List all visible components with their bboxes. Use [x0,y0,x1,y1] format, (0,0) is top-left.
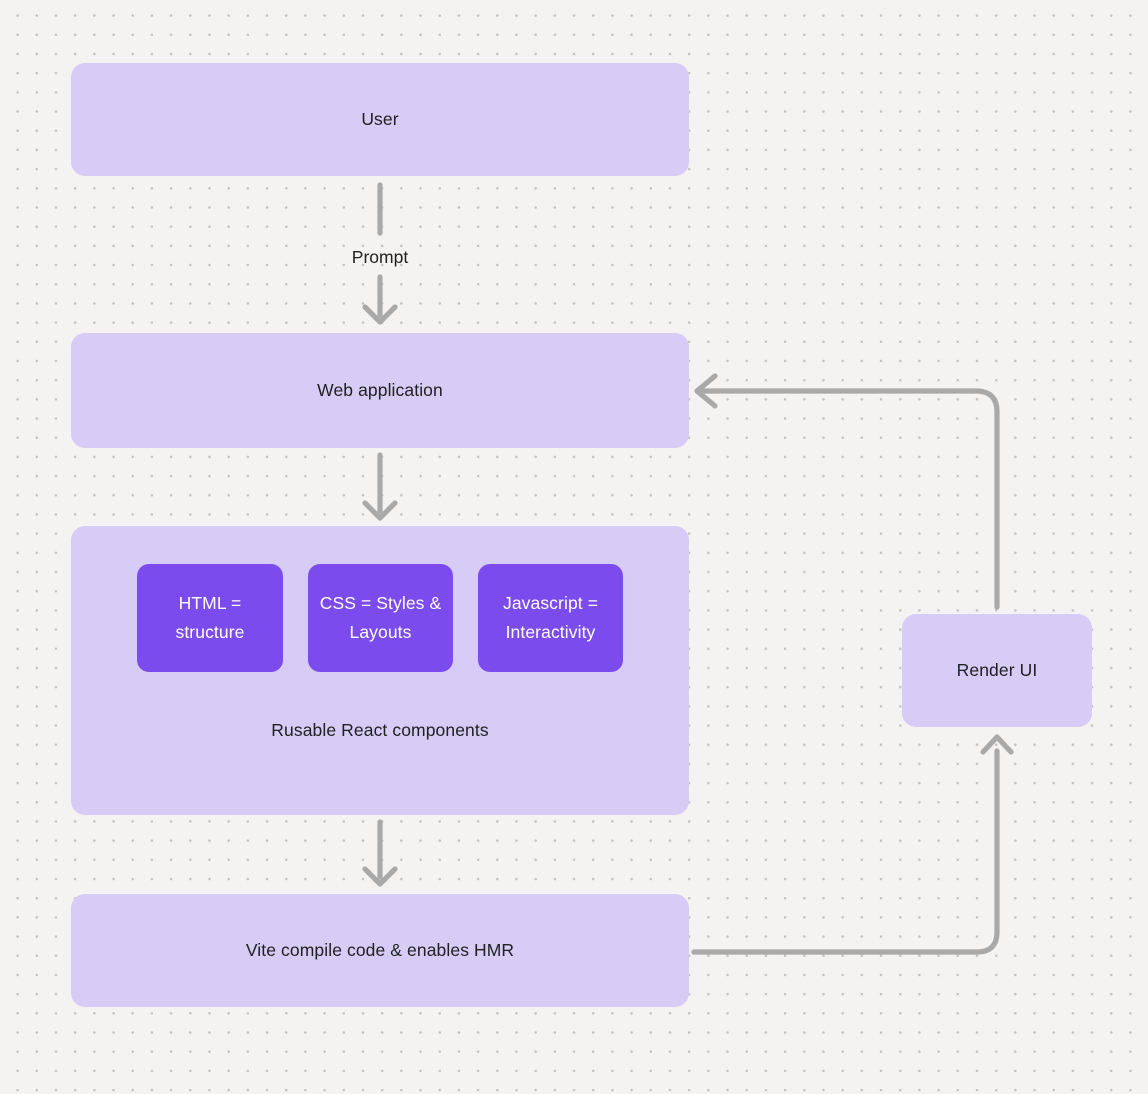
node-vite-label: Vite compile code & enables HMR [245,940,515,960]
node-html-label: HTML = structure [175,593,245,642]
node-user[interactable]: User [71,63,689,176]
node-render-ui[interactable]: Render UI [902,614,1092,727]
edge-render-ui-to-web-application [694,373,1000,610]
node-vite[interactable]: Vite compile code & enables HMR [71,894,689,1007]
node-javascript-label: Javascript = Interactivity [502,593,599,642]
edge-web-application-to-components [362,452,398,521]
node-render-ui-label: Render UI [956,660,1038,680]
components-group-caption: Rusable React components [271,720,489,740]
node-css-label: CSS = Styles & Layouts [319,593,442,642]
edge-vite-to-render-ui [691,734,1014,955]
edge-components-to-vite [362,819,398,887]
node-css[interactable]: CSS = Styles & Layouts [308,564,453,672]
node-web-application-label: Web application [317,380,443,400]
node-web-application[interactable]: Web application [71,333,689,448]
edge-label-prompt: Prompt [351,247,409,267]
node-user-label: User [361,109,399,129]
node-components-group[interactable]: HTML = structure CSS = Styles & Layouts … [71,526,689,815]
node-javascript[interactable]: Javascript = Interactivity [478,564,623,672]
node-html[interactable]: HTML = structure [137,564,283,672]
